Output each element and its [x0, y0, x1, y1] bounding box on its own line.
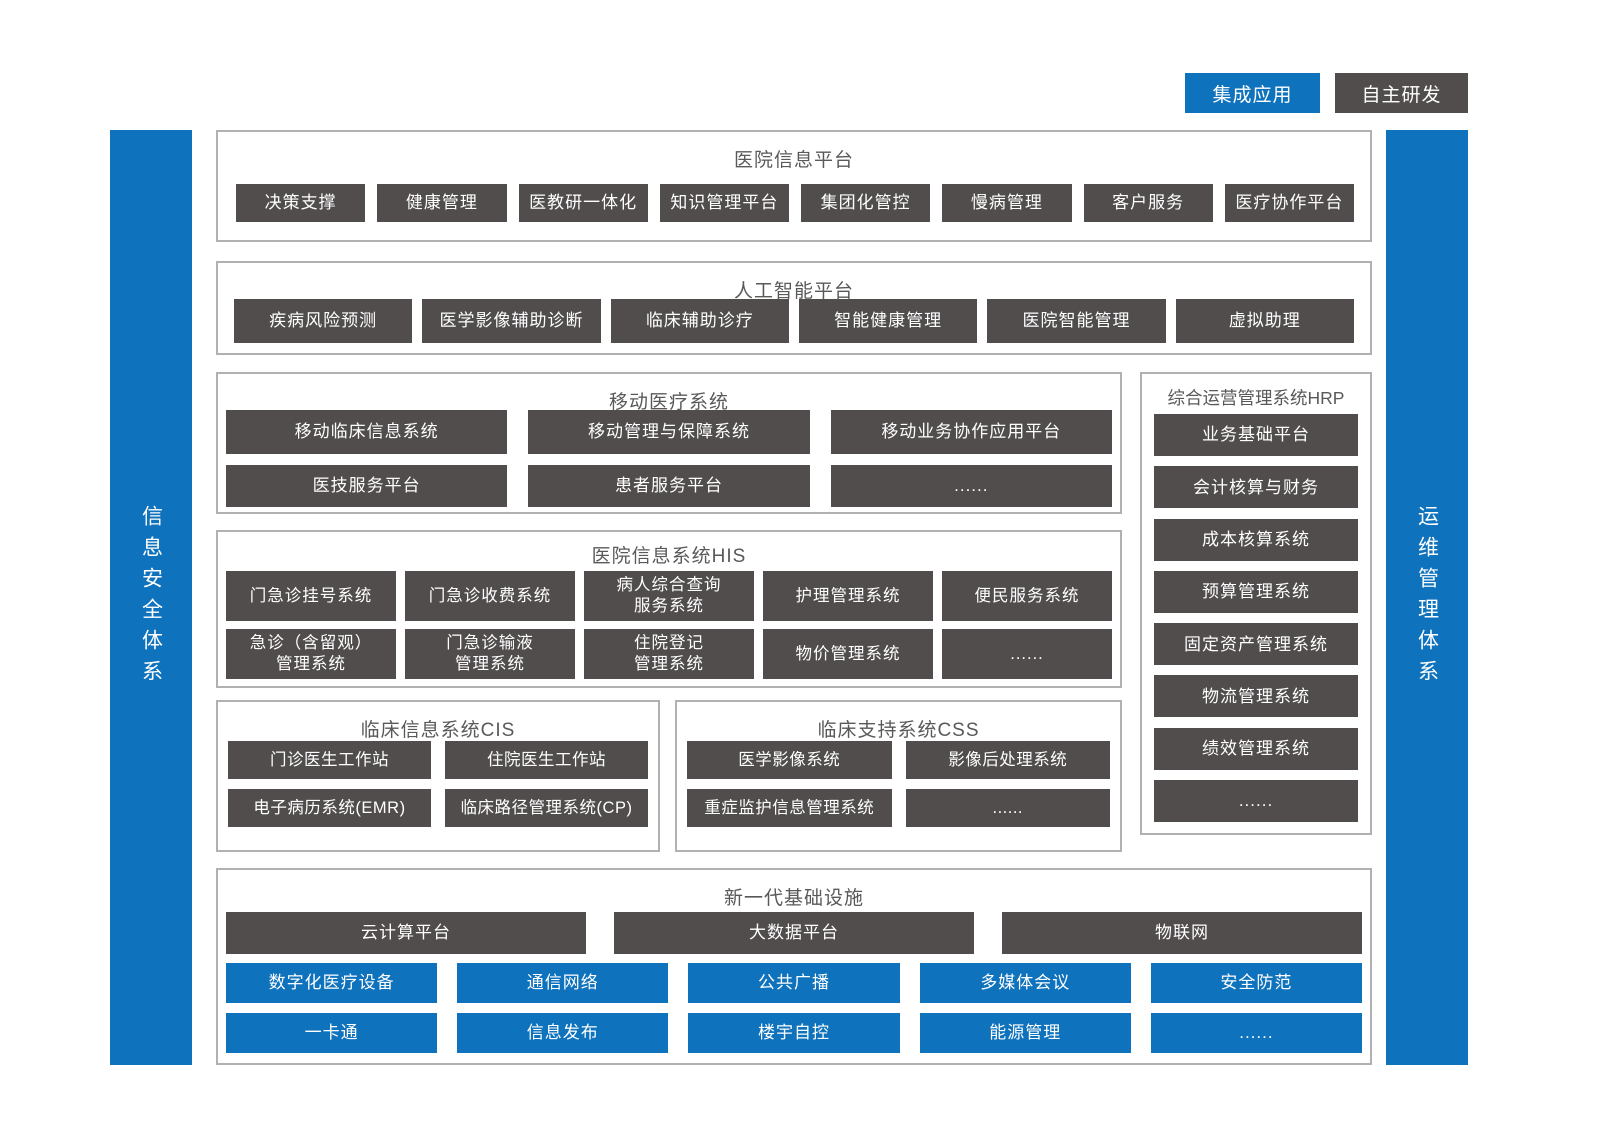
block-image-post-processing-system: 影像后处理系统	[905, 741, 1110, 779]
legend-integrated-application: 集成应用	[1185, 73, 1320, 113]
block-infra-ellipsis: ......	[1150, 1013, 1363, 1053]
panel-title-cis: 临床信息系统CIS	[360, 720, 516, 741]
block-medical-collaboration-platform: 医疗协作平台	[1224, 184, 1354, 222]
block-customer-service: 客户服务	[1083, 184, 1213, 222]
block-cloud-computing-platform: 云计算平台	[226, 912, 586, 954]
panel-ai-platform: 人工智能平台 疾病风险预测 医学影像辅助诊断 临床辅助诊疗 智能健康管理 医院智…	[216, 261, 1372, 355]
block-outpatient-emergency-infusion-management-system: 门急诊输液 管理系统	[405, 629, 575, 679]
block-chronic-disease-management: 慢病管理	[942, 184, 1072, 222]
block-patient-comprehensive-query-service-system: 病人综合查询 服务系统	[584, 571, 754, 621]
block-price-management-system: 物价管理系统	[763, 629, 933, 679]
block-cost-accounting-system: 成本核算系统	[1154, 518, 1358, 561]
legend: 集成应用 自主研发	[1185, 73, 1468, 113]
block-digital-medical-equipment: 数字化医疗设备	[226, 963, 438, 1003]
panel-title-infrastructure: 新一代基础设施	[723, 888, 864, 909]
infra-row-2: 数字化医疗设备 通信网络 公共广播 多媒体会议 安全防范	[226, 963, 1363, 1003]
block-fixed-asset-management-system: 固定资产管理系统	[1154, 623, 1358, 666]
block-nursing-management-system: 护理管理系统	[763, 571, 933, 621]
block-mobile-clinical-info-system: 移动临床信息系统	[226, 410, 508, 454]
block-budget-management-system: 预算管理系统	[1154, 570, 1358, 613]
block-medical-imaging-system: 医学影像系统	[687, 741, 892, 779]
block-outpatient-emergency-registration-system: 门急诊挂号系统	[226, 571, 396, 621]
block-information-release: 信息发布	[457, 1013, 669, 1053]
block-css-ellipsis: ......	[905, 789, 1110, 827]
block-inpatient-doctor-workstation: 住院医生工作站	[445, 741, 648, 779]
cis-row-2: 电子病历系统(EMR) 临床路径管理系统(CP)	[228, 789, 648, 827]
block-public-broadcasting: 公共广播	[688, 963, 900, 1003]
block-mobile-management-support-system: 移动管理与保障系统	[528, 410, 810, 454]
css-row-1: 医学影像系统 影像后处理系统	[687, 741, 1110, 779]
block-clinical-assisted-treatment: 临床辅助诊疗	[610, 299, 789, 343]
block-medical-tech-service-platform: 医技服务平台	[226, 465, 508, 507]
block-big-data-platform: 大数据平台	[614, 912, 974, 954]
block-health-management: 健康管理	[377, 184, 507, 222]
mobile-row-2: 医技服务平台 患者服务平台 ......	[226, 465, 1112, 507]
block-inpatient-registration-management-system: 住院登记 管理系统	[584, 629, 754, 679]
right-bar-operations-management: 运维管理体系	[1386, 130, 1468, 1065]
block-disease-risk-prediction: 疾病风险预测	[234, 299, 413, 343]
block-mobile-ellipsis: ......	[830, 465, 1112, 507]
block-hospital-smart-management: 医院智能管理	[987, 299, 1166, 343]
block-emr-system: 电子病历系统(EMR)	[228, 789, 431, 827]
left-bar-label: 信息安全体系	[139, 504, 163, 691]
mobile-row-1: 移动临床信息系统 移动管理与保障系统 移动业务协作应用平台	[226, 410, 1112, 454]
block-clinical-pathway-management-system: 临床路径管理系统(CP)	[445, 789, 648, 827]
panel-css-system: 临床支持系统CSS 医学影像系统 影像后处理系统 重症监护信息管理系统 ....…	[675, 700, 1122, 852]
panel-mobile-medical-system: 移动医疗系统 移动临床信息系统 移动管理与保障系统 移动业务协作应用平台 医技服…	[216, 372, 1122, 514]
block-group-control: 集团化管控	[801, 184, 931, 222]
block-one-card-pass: 一卡通	[226, 1013, 438, 1053]
hrp-button-column: 业务基础平台 会计核算与财务 成本核算系统 预算管理系统 固定资产管理系统 物流…	[1154, 414, 1358, 822]
block-communication-network: 通信网络	[457, 963, 669, 1003]
right-bar-label: 运维管理体系	[1415, 504, 1439, 691]
block-medical-education-research: 医教研一体化	[518, 184, 648, 222]
block-virtual-assistant: 虚拟助理	[1175, 299, 1354, 343]
block-emergency-observation-management-system: 急诊（含留观） 管理系统	[226, 629, 396, 679]
panel-title-hospital-info-platform: 医院信息平台	[733, 150, 854, 171]
panel-title-css: 临床支持系统CSS	[817, 720, 980, 741]
block-building-automation: 楼宇自控	[688, 1013, 900, 1053]
his-row-1: 门急诊挂号系统 门急诊收费系统 病人综合查询 服务系统 护理管理系统 便民服务系…	[226, 571, 1112, 621]
panel-title-his: 医院信息系统HIS	[591, 546, 747, 567]
panel-title-mobile-medical: 移动医疗系统	[608, 392, 729, 413]
block-his-ellipsis: ......	[942, 629, 1112, 679]
block-icu-information-management-system: 重症监护信息管理系统	[687, 789, 892, 827]
block-logistics-management-system: 物流管理系统	[1154, 675, 1358, 718]
block-convenience-service-system: 便民服务系统	[942, 571, 1112, 621]
block-smart-health-management: 智能健康管理	[798, 299, 978, 343]
left-bar-information-security: 信息安全体系	[110, 130, 192, 1065]
infra-row-1: 云计算平台 大数据平台 物联网	[226, 912, 1362, 954]
block-iot: 物联网	[1002, 912, 1362, 954]
cis-row-1: 门诊医生工作站 住院医生工作站	[228, 741, 648, 779]
block-decision-support: 决策支撑	[236, 184, 366, 222]
panel-his-system: 医院信息系统HIS 门急诊挂号系统 门急诊收费系统 病人综合查询 服务系统 护理…	[216, 530, 1122, 688]
block-security-protection: 安全防范	[1150, 963, 1363, 1003]
block-patient-service-platform: 患者服务平台	[528, 465, 810, 507]
ai-button-row: 疾病风险预测 医学影像辅助诊断 临床辅助诊疗 智能健康管理 医院智能管理 虚拟助…	[234, 299, 1354, 343]
block-multimedia-conference: 多媒体会议	[919, 963, 1131, 1003]
block-accounting-finance: 会计核算与财务	[1154, 466, 1358, 509]
his-row-2: 急诊（含留观） 管理系统 门急诊输液 管理系统 住院登记 管理系统 物价管理系统…	[226, 629, 1112, 679]
block-performance-management-system: 绩效管理系统	[1154, 727, 1358, 770]
panel-cis-system: 临床信息系统CIS 门诊医生工作站 住院医生工作站 电子病历系统(EMR) 临床…	[216, 700, 660, 852]
panel-title-hrp: 综合运营管理系统HRP	[1167, 388, 1345, 408]
legend-self-developed: 自主研发	[1335, 73, 1468, 113]
block-knowledge-management-platform: 知识管理平台	[659, 184, 789, 222]
block-mobile-business-collaboration-platform: 移动业务协作应用平台	[830, 410, 1112, 454]
block-medical-imaging-assisted-diagnosis: 医学影像辅助诊断	[422, 299, 601, 343]
panel-new-generation-infrastructure: 新一代基础设施 云计算平台 大数据平台 物联网 数字化医疗设备 通信网络 公共广…	[216, 868, 1372, 1065]
block-business-basic-platform: 业务基础平台	[1154, 414, 1358, 456]
panel-hrp-system: 综合运营管理系统HRP 业务基础平台 会计核算与财务 成本核算系统 预算管理系统…	[1140, 372, 1372, 835]
panel-title-ai-platform: 人工智能平台	[733, 281, 854, 302]
block-outpatient-doctor-workstation: 门诊医生工作站	[228, 741, 431, 779]
css-row-2: 重症监护信息管理系统 ......	[687, 789, 1110, 827]
panel-hospital-info-platform: 医院信息平台 决策支撑 健康管理 医教研一体化 知识管理平台 集团化管控 慢病管…	[216, 130, 1372, 242]
infra-row-3: 一卡通 信息发布 楼宇自控 能源管理 ......	[226, 1013, 1363, 1053]
block-hrp-ellipsis: ......	[1154, 779, 1358, 822]
hip-button-row: 决策支撑 健康管理 医教研一体化 知识管理平台 集团化管控 慢病管理 客户服务 …	[236, 184, 1354, 222]
block-outpatient-emergency-charging-system: 门急诊收费系统	[405, 571, 575, 621]
block-energy-management: 能源管理	[919, 1013, 1131, 1053]
